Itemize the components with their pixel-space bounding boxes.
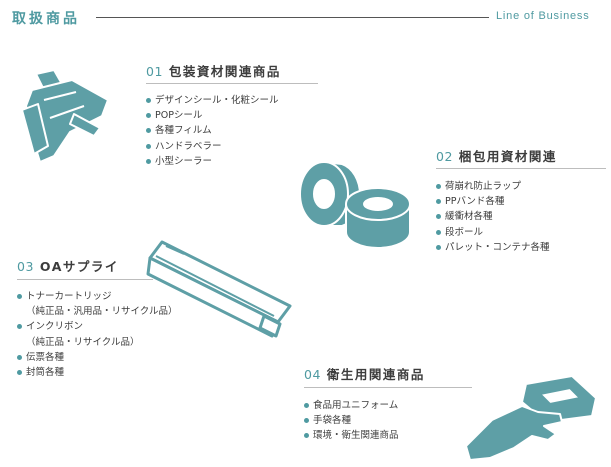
list-item-note: （純正品・汎用品・リサイクル品）	[26, 306, 178, 318]
list-item-note: （純正品・リサイクル品）	[26, 336, 140, 348]
section-01-title: 01 包装資材関連商品	[146, 61, 281, 80]
list-item: インクリボン	[17, 319, 178, 334]
section-02-number: 02	[436, 149, 453, 164]
section-01-heading: 包装資材関連商品	[168, 64, 281, 79]
section-02-rule	[436, 168, 606, 169]
section-03-rule	[17, 279, 153, 280]
tape-roll-icon	[299, 160, 410, 249]
gloves-icon	[465, 376, 597, 461]
list-item: POPシール	[146, 108, 279, 123]
section-03-title: 03 OAサプライ	[17, 256, 119, 275]
list-item: 手袋各種	[304, 413, 399, 428]
list-item: 緩衝材各種	[436, 209, 550, 224]
toner-cartridge-icon	[146, 240, 292, 338]
section-01-number: 01	[146, 64, 163, 79]
list-item: 封筒各種	[17, 365, 178, 380]
list-item: 伝票各種	[17, 350, 178, 365]
list-item: トナーカートリッジ	[17, 289, 178, 304]
page-title: 取扱商品	[12, 11, 80, 27]
list-item: デザインシール・化粧シール	[146, 93, 279, 108]
section-02-title: 02 梱包用資材関連	[436, 146, 557, 165]
list-item: 食品用ユニフォーム	[304, 398, 399, 413]
section-03-number: 03	[17, 259, 34, 274]
list-item: ハンドラベラー	[146, 139, 279, 154]
list-item: 段ボール	[436, 225, 550, 240]
section-04-list: 食品用ユニフォーム 手袋各種 環境・衛生関連商品	[304, 398, 399, 444]
section-01-rule	[146, 83, 318, 84]
section-01-list: デザインシール・化粧シール POPシール 各種フィルム ハンドラベラー 小型シー…	[146, 93, 279, 169]
section-04-title: 04 衛生用関連商品	[304, 364, 425, 383]
section-03-heading: OAサプライ	[39, 259, 119, 274]
list-item: パレット・コンテナ各種	[436, 240, 550, 255]
list-item: 荷崩れ防止ラップ	[436, 179, 550, 194]
header-divider	[96, 17, 489, 18]
section-04-rule	[304, 387, 472, 388]
page-subtitle: Line of Business	[496, 10, 590, 22]
list-item: 環境・衛生関連商品	[304, 428, 399, 443]
section-02-heading: 梱包用資材関連	[458, 149, 557, 164]
list-item: 各種フィルム	[146, 123, 279, 138]
section-04-number: 04	[304, 367, 321, 382]
section-02-list: 荷崩れ防止ラップ PPバンド各種 緩衝材各種 段ボール パレット・コンテナ各種	[436, 179, 550, 255]
section-04-heading: 衛生用関連商品	[326, 367, 425, 382]
list-item: 小型シーラー	[146, 154, 279, 169]
section-03-list: トナーカートリッジ （純正品・汎用品・リサイクル品） インクリボン （純正品・リ…	[17, 289, 178, 380]
hand-labeler-icon	[21, 69, 109, 163]
list-item: PPバンド各種	[436, 194, 550, 209]
